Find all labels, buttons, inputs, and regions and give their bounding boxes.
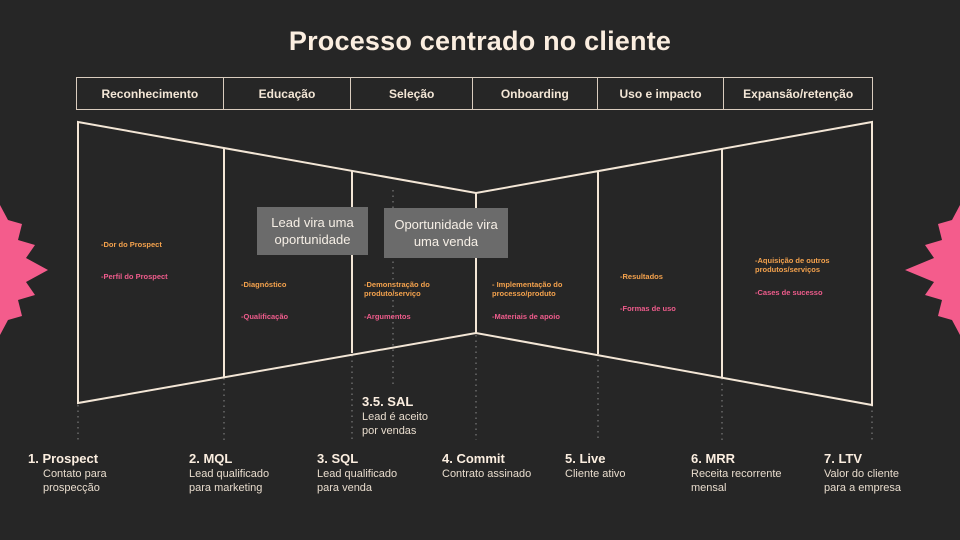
stage-onboarding: Onboarding bbox=[473, 78, 598, 109]
funnel-outline bbox=[77, 120, 873, 407]
item-diagnostico: -Diagnóstico bbox=[241, 280, 287, 289]
milestone-desc-1: Contato para bbox=[43, 468, 107, 480]
stage-reconhecimento: Reconhecimento bbox=[77, 78, 224, 109]
left-starburst-icon bbox=[0, 205, 48, 335]
item-materiais-de-apoio: -Materiais de apoio bbox=[492, 312, 560, 321]
stage-header-bar: Reconhecimento Educação Seleção Onboardi… bbox=[76, 77, 873, 110]
item-implementacao: - Implementação do processo/produto bbox=[492, 280, 563, 298]
milestone-7-ltv: 7. LTV Valor do cliente para a empresa bbox=[824, 451, 901, 495]
milestone-1-prospect: 1. Prospect Contato para prospecção bbox=[28, 451, 107, 495]
item-formas-de-uso: -Formas de uso bbox=[620, 304, 676, 313]
milestone-desc-1: Lead qualificado bbox=[317, 468, 398, 480]
stage-expansao-retencao: Expansão/retenção bbox=[743, 86, 854, 101]
item-perfil-do-prospect: -Perfil do Prospect bbox=[101, 272, 168, 281]
item-argumentos: -Argumentos bbox=[364, 312, 411, 321]
item-dor-do-prospect: -Dor do Prospect bbox=[101, 240, 162, 249]
milestone-6-mrr: 6. MRR Receita recorrente mensal bbox=[691, 451, 782, 495]
milestone-desc-2: para a empresa bbox=[824, 481, 902, 494]
milestone-desc-2: para venda bbox=[317, 481, 373, 494]
milestone-title: 4. Commit bbox=[442, 451, 505, 466]
milestone-title: 6. MRR bbox=[691, 451, 736, 466]
milestone-5-live: 5. Live Cliente ativo bbox=[565, 451, 626, 482]
callout-oportunidade-vira-venda: Oportunidade vira uma venda bbox=[384, 208, 508, 258]
milestone-desc-2: para marketing bbox=[189, 481, 263, 494]
milestone-desc-2: mensal bbox=[691, 481, 727, 494]
callout-lead-vira-oportunidade: Lead vira uma oportunidade bbox=[257, 207, 368, 255]
milestone-3-sql: 3. SQL Lead qualificado para venda bbox=[317, 451, 397, 495]
milestone-title: 2. MQL bbox=[189, 451, 233, 466]
milestone-desc-1: Receita recorrente bbox=[691, 468, 782, 480]
page-title: Processo centrado no cliente bbox=[288, 26, 672, 56]
item-aquisicao: -Aquisição de outros produtos/serviços bbox=[755, 256, 830, 274]
milestone-desc-1: Valor do cliente bbox=[824, 468, 900, 480]
milestone-title: 1. Prospect bbox=[28, 451, 99, 466]
item-resultados: -Resultados bbox=[620, 272, 663, 281]
stage-uso-e-impacto: Uso e impacto bbox=[598, 78, 725, 109]
milestone-4-commit: 4. Commit Contrato assinado bbox=[442, 451, 531, 482]
callout-lead-text: Lead vira uma oportunidade bbox=[271, 215, 354, 247]
item-qualificacao: -Qualificação bbox=[241, 312, 289, 321]
milestone-sal: 3.5. SAL Lead é aceito por vendas bbox=[362, 394, 428, 438]
milestone-title: 5. Live bbox=[565, 451, 606, 466]
milestone-sal-desc-2: por vendas bbox=[362, 424, 417, 437]
milestone-desc-1: Cliente ativo bbox=[565, 468, 626, 480]
item-demonstracao: -Demonstração do produto/serviço bbox=[364, 280, 430, 298]
milestone-sal-desc-1: Lead é aceito bbox=[362, 411, 429, 423]
milestone-desc-1: Contrato assinado bbox=[442, 468, 532, 480]
milestone-desc-2: prospecção bbox=[43, 481, 100, 494]
milestone-title: 3. SQL bbox=[317, 451, 359, 466]
milestone-2-mql: 2. MQL Lead qualificado para marketing bbox=[189, 451, 269, 495]
milestone-title: 7. LTV bbox=[824, 451, 863, 466]
stage-selecao: Seleção bbox=[351, 78, 473, 109]
milestone-sal-title: 3.5. SAL bbox=[362, 394, 414, 409]
right-starburst-icon bbox=[905, 205, 960, 335]
stage-educacao: Educação bbox=[224, 78, 352, 109]
item-cases-de-sucesso: -Cases de sucesso bbox=[755, 288, 823, 297]
callout-opportunity-text: Oportunidade vira uma venda bbox=[394, 217, 498, 249]
milestone-desc-1: Lead qualificado bbox=[189, 468, 270, 480]
